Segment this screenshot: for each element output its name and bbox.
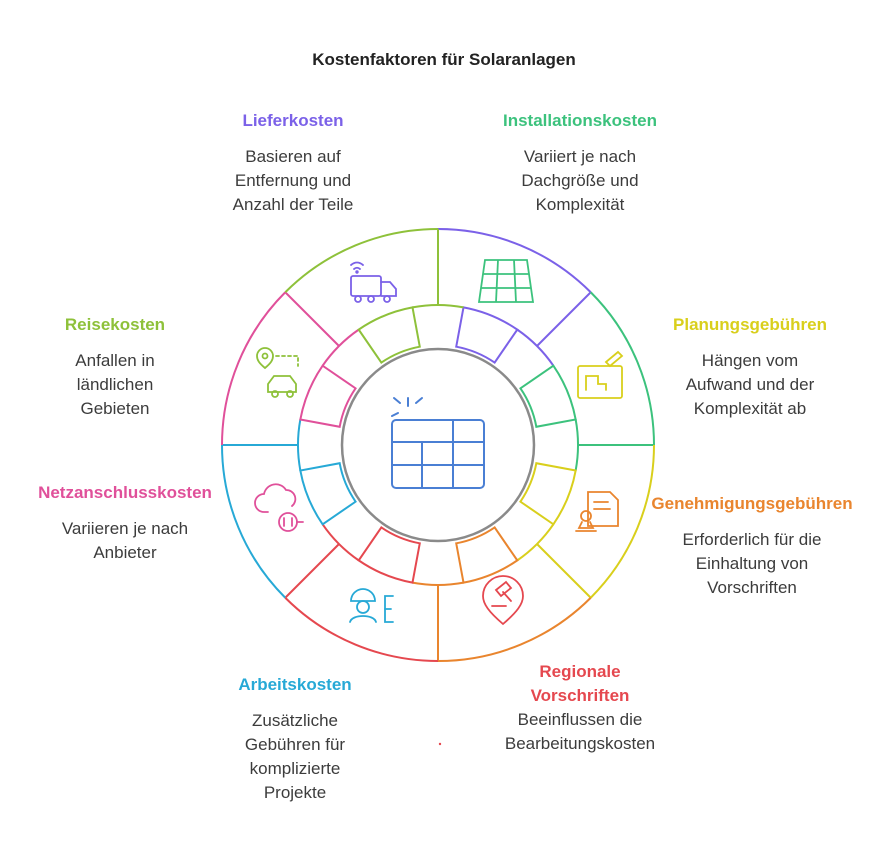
label-description: Beeinflussen die Bearbeitungskosten bbox=[504, 710, 656, 753]
ring-arc-arbeitskosten bbox=[221, 444, 286, 599]
ring-inner-genehmigungsgebuehren bbox=[412, 581, 464, 586]
diagram-title: Kostenfaktoren für Solaranlagen bbox=[312, 50, 576, 69]
label-title: Planungsgebühren bbox=[673, 315, 827, 334]
ring-tab-genehmigungsgebuehren bbox=[455, 526, 519, 584]
ring-inner-regionale-vorschriften bbox=[321, 523, 360, 562]
ring-tab-regionale-vorschriften bbox=[357, 526, 421, 584]
label-description: Hängen vom Aufwand und der Komplexität a… bbox=[685, 351, 815, 418]
ring-inner-planungsgebuehren bbox=[516, 523, 555, 562]
ring-tab-planungsgebuehren bbox=[519, 462, 577, 526]
delivery-truck-icon bbox=[350, 261, 397, 303]
ring-inner-lieferkosten bbox=[516, 328, 555, 367]
ring-arc-installationskosten bbox=[590, 291, 655, 446]
label-arbeitskosten: Arbeitskosten Zusätzliche Gebühren für k… bbox=[195, 673, 395, 805]
label-description: Zusätzliche Gebühren für komplizierte Pr… bbox=[244, 711, 346, 802]
car-location-icon bbox=[256, 347, 299, 398]
ring-arc-genehmigungsgebuehren bbox=[437, 597, 592, 662]
roof-tiles-icon bbox=[477, 259, 535, 303]
solar-panel-icon bbox=[391, 397, 485, 489]
ring-inner-reisekosten bbox=[412, 304, 464, 309]
label-regionale-vorschriften: Regionale Vorschriften Beeinflussen die … bbox=[480, 660, 680, 756]
ring-arc-planungsgebuehren bbox=[590, 444, 655, 599]
center-circle bbox=[340, 347, 536, 543]
label-installationskosten: Installationskosten Variiert je nach Dac… bbox=[470, 109, 690, 217]
worker-icon bbox=[349, 588, 394, 623]
ring-tab-installationskosten bbox=[519, 364, 577, 428]
ring-tab-arbeitskosten bbox=[299, 462, 357, 526]
ring-tab-netzanschlusskosten bbox=[299, 364, 357, 428]
ring-inner-netzanschlusskosten bbox=[321, 328, 360, 367]
ring-spoke-netzanschlusskosten bbox=[284, 291, 340, 347]
cloud-plug-icon bbox=[254, 483, 304, 532]
permit-stamp-icon bbox=[575, 491, 619, 532]
label-title: Installationskosten bbox=[503, 111, 657, 130]
ring-arc-netzanschlusskosten bbox=[221, 291, 286, 446]
label-title: Genehmigungsgebühren bbox=[651, 494, 853, 513]
ring-spoke-planungsgebuehren bbox=[536, 543, 592, 599]
label-reisekosten: Reisekosten Anfallen in ländlichen Gebie… bbox=[30, 313, 200, 421]
label-description: Variieren je nach Anbieter bbox=[61, 519, 189, 562]
label-description: Anfallen in ländlichen Gebieten bbox=[75, 351, 155, 418]
label-title: Arbeitskosten bbox=[238, 675, 352, 694]
ring-tab-lieferkosten bbox=[455, 306, 519, 364]
label-title: Lieferkosten bbox=[242, 111, 344, 130]
label-description: Basieren auf Entfernung und Anzahl der T… bbox=[232, 147, 354, 214]
label-planungsgebuehren: Planungsgebühren Hängen vom Aufwand und … bbox=[650, 313, 850, 421]
label-title: Regionale Vorschriften bbox=[530, 662, 630, 705]
location-gavel-icon bbox=[482, 575, 524, 626]
label-lieferkosten: Lieferkosten Basieren auf Entfernung und… bbox=[188, 109, 398, 217]
ring-arc-lieferkosten bbox=[437, 228, 592, 293]
decor-dot bbox=[438, 742, 442, 746]
label-description: Variiert je nach Dachgröße und Komplexit… bbox=[521, 147, 639, 214]
ring-arc-regionale-vorschriften bbox=[284, 597, 439, 662]
label-title: Reisekosten bbox=[64, 315, 166, 334]
label-netzanschlusskosten: Netzanschlusskosten Variieren je nach An… bbox=[20, 481, 230, 565]
label-genehmigungsgebuehren: Genehmigungsgebühren Erforderlich für di… bbox=[636, 492, 868, 600]
label-description: Erforderlich für die Einhaltung von Vors… bbox=[682, 530, 822, 597]
ring-arc-reisekosten bbox=[284, 228, 439, 293]
label-title: Netzanschlusskosten bbox=[38, 483, 212, 502]
ring-inner-installationskosten bbox=[574, 419, 579, 471]
ring-inner-arbeitskosten bbox=[297, 419, 302, 471]
ring-spoke-regionale-vorschriften bbox=[284, 543, 340, 599]
ring-tab-reisekosten bbox=[357, 306, 421, 364]
blueprint-icon bbox=[577, 350, 624, 399]
ring-spoke-lieferkosten bbox=[536, 291, 592, 347]
